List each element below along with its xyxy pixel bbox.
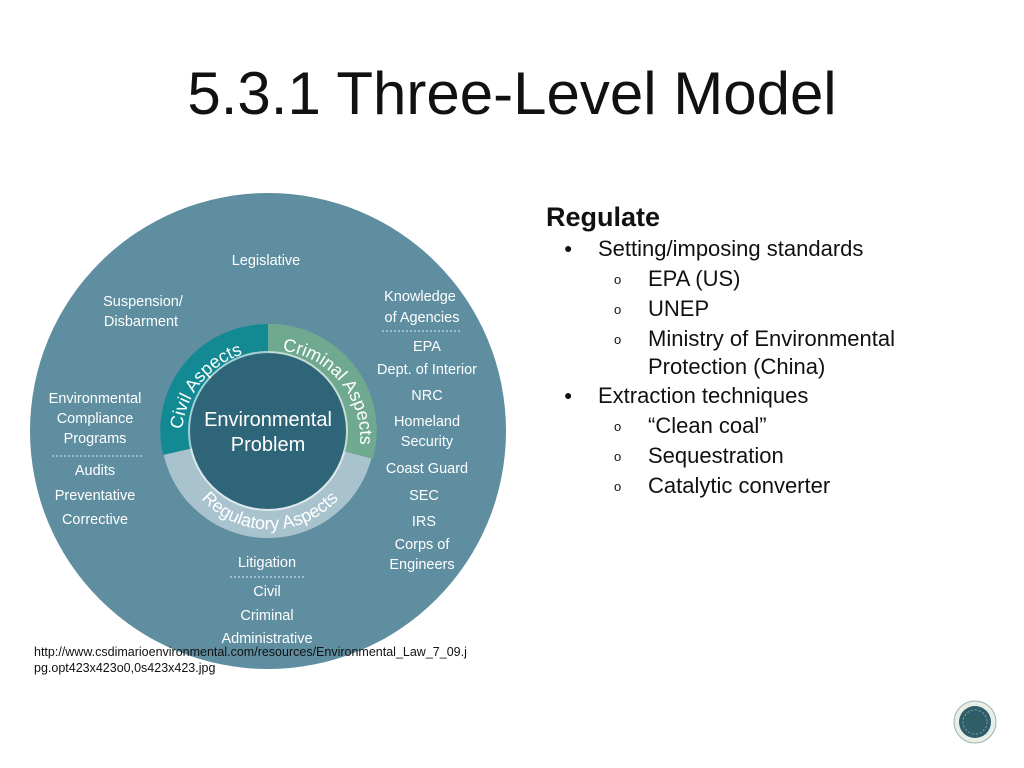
image-source-url: http://www.csdimarioenvironmental.com/re… — [34, 644, 534, 676]
sub-list-item: o Ministry of Environmental Protection (… — [546, 325, 966, 381]
outer-of-agencies: of Agencies — [385, 310, 460, 326]
sub-item-label: Ministry of Environmental — [648, 326, 895, 351]
sub-item-label: “Clean coal” — [648, 413, 767, 438]
sub-list: o “Clean coal” o Sequestration o Catalyt… — [598, 412, 966, 500]
bullet-circle-icon: o — [614, 419, 622, 434]
list-item-label: Setting/imposing standards — [598, 236, 864, 261]
outer-bottom-civil: Civil — [253, 584, 280, 600]
bullet-circle-icon: o — [614, 272, 622, 287]
outer-env: Environmental — [49, 391, 142, 407]
sub-item-label: EPA (US) — [648, 266, 741, 291]
bullet-circle-icon: o — [614, 302, 622, 317]
outer-sec: SEC — [409, 488, 439, 504]
content-heading: Regulate — [546, 202, 661, 232]
outer-audits: Audits — [75, 463, 115, 479]
slide-title: 5.3.1 Three-Level Model — [187, 60, 837, 127]
center-label-1: Environmental — [204, 409, 332, 431]
outer-engineers: Engineers — [389, 557, 454, 573]
sub-list-item: o Catalytic converter — [546, 472, 966, 500]
outer-interior: Dept. of Interior — [377, 362, 477, 378]
bullet-list: ● Setting/imposing standards o EPA (US) … — [546, 234, 966, 500]
bullet-content: Regulate ● Setting/imposing standards o … — [546, 200, 966, 500]
list-item: ● Extraction techniques o “Clean coal” o… — [546, 381, 966, 500]
outer-security: Security — [401, 434, 454, 450]
bullet-dot-icon: ● — [564, 240, 573, 256]
sub-item-label: Sequestration — [648, 443, 784, 468]
sub-list-item: o Sequestration — [546, 442, 966, 470]
outer-legislative: Legislative — [232, 253, 301, 269]
sub-item-label: UNEP — [648, 296, 710, 321]
bullet-circle-icon: o — [614, 332, 622, 347]
outer-suspension: Suspension/ — [103, 294, 184, 310]
outer-homeland: Homeland — [394, 414, 460, 430]
center-label-2: Problem — [231, 434, 305, 456]
sub-list: o EPA (US) o UNEP o Ministry of Environm… — [598, 265, 966, 381]
three-level-model-diagram: Environmental Problem Civil Aspects Crim… — [30, 193, 510, 673]
diagram-svg: Environmental Problem Civil Aspects Crim… — [30, 193, 506, 669]
outer-litigation: Litigation — [238, 555, 296, 571]
outer-programs: Programs — [64, 431, 127, 447]
sub-item-label-cont: Protection (China) — [648, 354, 826, 379]
outer-nrc: NRC — [411, 388, 442, 404]
list-item: ● Setting/imposing standards o EPA (US) … — [546, 234, 966, 381]
source-line-1: http://www.csdimarioenvironmental.com/re… — [34, 645, 467, 659]
bullet-dot-icon: ● — [564, 387, 573, 403]
outer-irs: IRS — [412, 514, 436, 530]
outer-knowledge: Knowledge — [384, 289, 456, 305]
outer-preventative: Preventative — [55, 488, 136, 504]
bullet-circle-icon: o — [614, 449, 622, 464]
center-circle — [190, 353, 346, 509]
outer-epa: EPA — [413, 339, 441, 355]
outer-corps-of: Corps of — [395, 537, 451, 553]
sub-item-label: Catalytic converter — [648, 473, 831, 498]
outer-disbarment: Disbarment — [104, 314, 178, 330]
outer-coast-guard: Coast Guard — [386, 461, 468, 477]
bullet-circle-icon: o — [614, 479, 622, 494]
list-item-label: Extraction techniques — [598, 383, 809, 408]
source-line-2: pg.opt423x423o0,0s423x423.jpg — [34, 661, 216, 675]
sub-list-item: o “Clean coal” — [546, 412, 966, 440]
outer-bottom-admin: Administrative — [221, 631, 312, 647]
sub-list-item: o UNEP — [546, 295, 966, 323]
nav-circle-icon[interactable] — [953, 700, 997, 744]
outer-compliance: Compliance — [57, 411, 134, 427]
sub-list-item: o EPA (US) — [546, 265, 966, 293]
outer-bottom-criminal: Criminal — [240, 608, 293, 624]
outer-corrective: Corrective — [62, 512, 128, 528]
nav-circle-svg — [953, 700, 997, 744]
